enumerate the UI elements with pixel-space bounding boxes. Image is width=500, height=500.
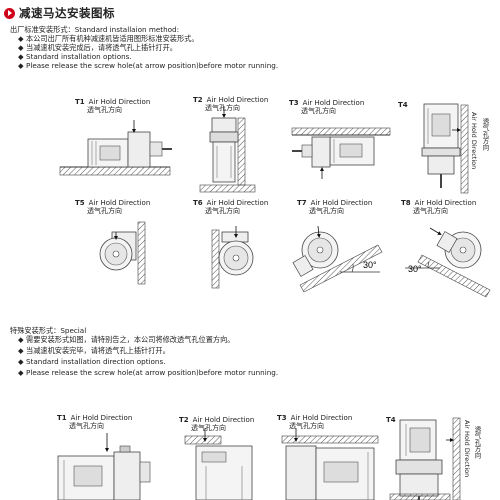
type-code: T3 — [289, 99, 299, 107]
direction-cn: 透气孔方向 — [191, 424, 226, 432]
standard-bullet-text: Standard installation options. — [26, 52, 132, 61]
diagram-t4 — [421, 103, 469, 194]
diagram-t2 — [199, 106, 256, 193]
special-heading: 特殊安装形式：Special — [10, 326, 87, 335]
direction-en: Air Hold Direction — [206, 96, 269, 104]
diagram-t3 — [291, 127, 391, 179]
diagram-t1 — [59, 120, 172, 176]
direction-cn: 透气孔方向 — [309, 207, 344, 215]
special-bullet: ◆需要安装形式如图，请特别告之，本公司将修改透气孔位置方向。 — [18, 335, 234, 344]
special-diagram-t2 — [184, 428, 253, 500]
direction-cn: 透气孔方向 — [205, 104, 240, 112]
direction-en: Air Hold Direction — [414, 199, 477, 207]
diamond-icon: ◆ — [18, 52, 24, 61]
diagram-t8 — [405, 227, 491, 298]
special-bullet: ◆Standard installation direction options… — [18, 357, 166, 366]
direction-cn: 透气孔方向 — [69, 422, 104, 430]
special-diagram-t1 — [57, 433, 151, 500]
special-bullet-text: Please release the screw hole(at arrow p… — [26, 368, 279, 377]
standard-diagrams: 30° 30° — [59, 103, 491, 298]
type-code: T3 — [277, 414, 287, 422]
type-code: T4 — [386, 416, 396, 424]
special-bullet-text: 当减速机安装完毕，请将透气孔上插针打开。 — [26, 346, 170, 355]
direction-cn: 透气孔方向 — [87, 207, 122, 215]
type-code: T8 — [401, 199, 411, 207]
type-code: T7 — [297, 199, 307, 207]
diamond-icon: ◆ — [18, 335, 24, 344]
direction-cn: 透气孔方向 — [205, 207, 240, 215]
direction-en: Air Hold Direction — [206, 199, 269, 207]
special-diagram-t3 — [281, 428, 379, 500]
direction-en: Air Hold Direction — [192, 416, 255, 424]
special-label-t4: T4 — [386, 416, 400, 424]
standard-bullet: ◆本公司出厂所有机种减速机皆适用图形标准安装形式。 — [18, 34, 199, 43]
diamond-icon: ◆ — [18, 43, 24, 52]
direction-cn: 透气孔方向 — [413, 207, 448, 215]
direction-en-vertical: Air Hold Direction — [470, 112, 478, 170]
standard-bullet-text: 当减速机安装完成后，请将透气孔上插针打开。 — [26, 43, 177, 52]
standard-bullet-text: Please release the screw hole(at arrow p… — [26, 61, 279, 70]
direction-en: Air Hold Direction — [310, 199, 373, 207]
diagram-t5 — [99, 221, 146, 285]
special-bullet-text: 需要安装形式如图，请特别告之，本公司将修改透气孔位置方向。 — [26, 335, 235, 344]
direction-cn: 透气孔方向 — [289, 422, 324, 430]
direction-en: Air Hold Direction — [302, 99, 365, 107]
title-arrow-icon — [4, 7, 15, 19]
diamond-icon: ◆ — [18, 61, 24, 70]
direction-cn-vertical: 透气孔方向 — [481, 118, 489, 151]
special-diagram-t4 — [389, 417, 461, 500]
diamond-icon: ◆ — [18, 357, 24, 366]
direction-cn: 透气孔方向 — [301, 107, 336, 115]
direction-en: Air Hold Direction — [88, 199, 151, 207]
angle-label-t8: 30° — [408, 264, 422, 274]
special-bullet: ◆当减速机安装完毕，请将透气孔上插针打开。 — [18, 346, 170, 355]
diamond-icon: ◆ — [18, 346, 24, 355]
direction-en: Air Hold Direction — [290, 414, 353, 422]
direction-cn: 透气孔方向 — [87, 106, 122, 114]
type-code: T2 — [179, 416, 189, 424]
direction-en-vertical: Air Hold Direction — [463, 420, 471, 478]
diamond-icon: ◆ — [18, 34, 24, 43]
standard-bullet: ◆Standard installation options. — [18, 52, 132, 61]
direction-cn-vertical: 透气孔方向 — [473, 426, 481, 459]
diagram-t6 — [211, 226, 254, 289]
type-code: T6 — [193, 199, 203, 207]
type-code: T1 — [57, 414, 67, 422]
type-code: T2 — [193, 96, 203, 104]
special-bullet: ◆Please release the screw hole(at arrow … — [18, 368, 278, 377]
standard-bullet: ◆Please release the screw hole(at arrow … — [18, 61, 278, 70]
type-code: T4 — [398, 101, 408, 109]
angle-label-t7: 30° — [363, 260, 377, 270]
type-code: T5 — [75, 199, 85, 207]
direction-en: Air Hold Direction — [70, 414, 133, 422]
type-code: T1 — [75, 98, 85, 106]
type-label-t4: T4 — [398, 101, 412, 109]
standard-heading: 出厂标准安装形式：Standard installaion method: — [10, 25, 180, 34]
section-title: 减速马达安装图标 — [4, 5, 115, 21]
diagram-t7 — [292, 225, 383, 293]
standard-bullet: ◆当减速机安装完成后，请将透气孔上插针打开。 — [18, 43, 177, 52]
title-text: 减速马达安装图标 — [19, 6, 115, 20]
special-bullet-text: Standard installation direction options. — [26, 357, 166, 366]
standard-bullet-text: 本公司出厂所有机种减速机皆适用图形标准安装形式。 — [26, 34, 199, 43]
diamond-icon: ◆ — [18, 368, 24, 377]
direction-en: Air Hold Direction — [88, 98, 151, 106]
